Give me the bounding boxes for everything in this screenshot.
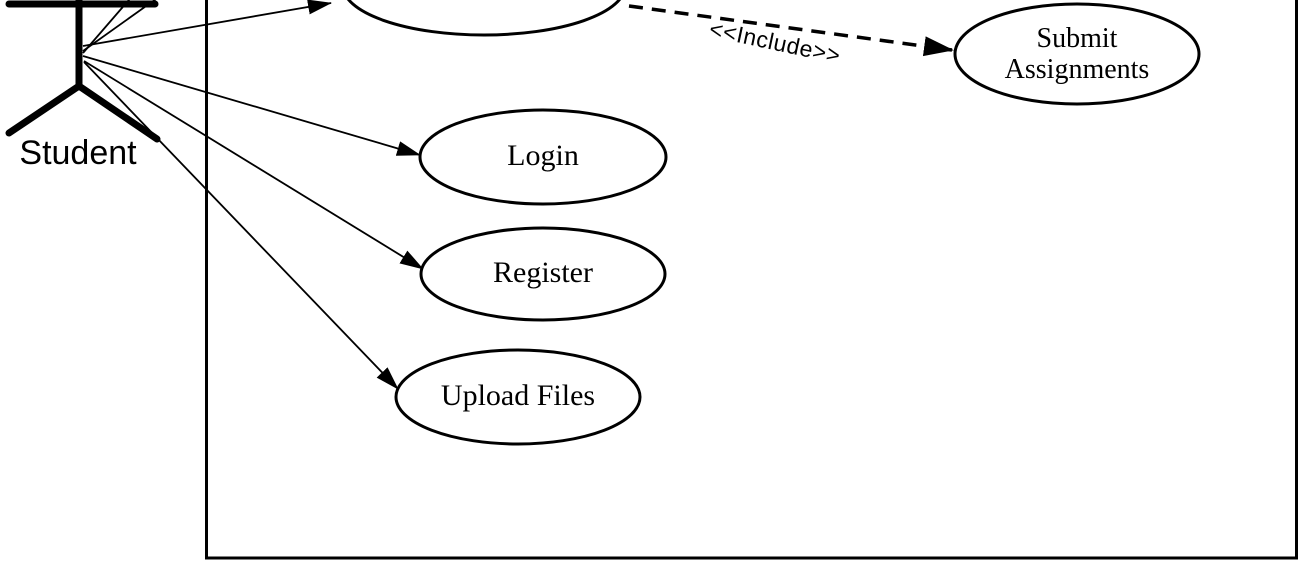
use-case-submit-assignments-ellipse <box>953 2 1201 106</box>
use-case-login-label: Login <box>507 139 579 172</box>
actor-student-figure <box>5 0 161 143</box>
use-case-partially-visible-ellipse <box>346 0 622 37</box>
include-relationship-line <box>628 4 954 57</box>
use-case-register-label: Register <box>493 256 593 289</box>
use-case-submit-assignments-label: Submit Assignments <box>1004 23 1150 85</box>
use-case-register-ellipse <box>419 226 667 322</box>
association-student-login <box>82 55 421 156</box>
association-student-register <box>83 60 424 270</box>
use-case-upload-files-ellipse <box>394 348 642 446</box>
use-case-login-ellipse <box>418 108 668 206</box>
actor-right-leg <box>75 82 161 143</box>
use-case-ellipses <box>346 0 1201 446</box>
association-lines <box>82 0 424 390</box>
association-student-upload-files <box>83 61 399 390</box>
system-boundary-box <box>205 0 1298 560</box>
actor-left-leg <box>5 82 83 137</box>
actor-student-label: Student <box>19 134 137 172</box>
association-student-partially-visible-use-case <box>82 0 332 47</box>
use-case-upload-files-label: Upload Files <box>440 379 596 412</box>
